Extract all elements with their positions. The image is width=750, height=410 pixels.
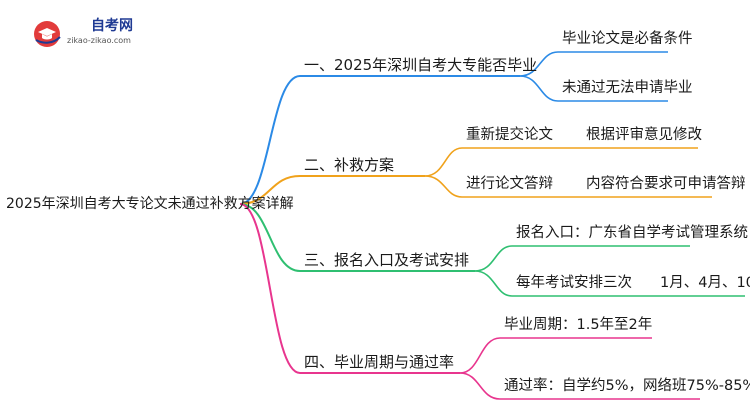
graduation-cap-icon (34, 21, 61, 47)
edge-b4-c2 (459, 372, 501, 400)
edge-b3-c2 (474, 270, 513, 297)
root-node: 2025年深圳自考大专论文未通过补救方案详解 (6, 196, 294, 212)
logo-name: 自考网 (91, 18, 133, 34)
branch-2-label: 二、补救方案 (304, 156, 395, 174)
b3-leaf-2: 每年考试安排三次 (516, 275, 632, 291)
branch-1-label: 一、2025年深圳自考大专能否毕业 (304, 56, 538, 74)
edge-root-branch-4 (239, 203, 301, 374)
edge-root-branch-2 (239, 175, 301, 205)
site-logo: 自考网 zikao-zikao.com (33, 18, 153, 50)
branch-3-label: 三、报名入口及考试安排 (304, 251, 470, 269)
b2-leaf-2-detail: 内容符合要求可申请答辩 (586, 176, 746, 192)
b1-leaf-2: 未通过无法申请毕业 (562, 80, 693, 96)
edge-b2-c1 (424, 147, 463, 177)
b2-leaf-1: 重新提交论文 (466, 127, 553, 143)
b2-leaf-2: 进行论文答辩 (466, 176, 553, 192)
logo-url: zikao-zikao.com (67, 36, 131, 45)
edge-b4-c1 (459, 337, 501, 374)
b4-leaf-1: 毕业周期：1.5年至2年 (504, 317, 653, 333)
b2-leaf-1-detail: 根据评审意见修改 (586, 127, 702, 143)
edge-b1-c2 (519, 75, 559, 102)
b3-leaf-1: 报名入口：广东省自学考试管理系统 (516, 225, 748, 241)
edge-root-branch-1 (239, 75, 301, 205)
b4-leaf-2: 通过率：自学约5%，网络班75%-85% (504, 378, 750, 394)
b3-leaf-2-detail: 1月、4月、10月 (660, 275, 750, 291)
edge-b3-c1 (474, 245, 513, 272)
edge-b2-c2 (424, 175, 463, 198)
b1-leaf-1: 毕业论文是必备条件 (562, 31, 693, 47)
edge-b1-c1 (519, 51, 559, 77)
branch-4-label: 四、毕业周期与通过率 (304, 353, 455, 371)
edge-root-branch-3 (239, 203, 301, 272)
